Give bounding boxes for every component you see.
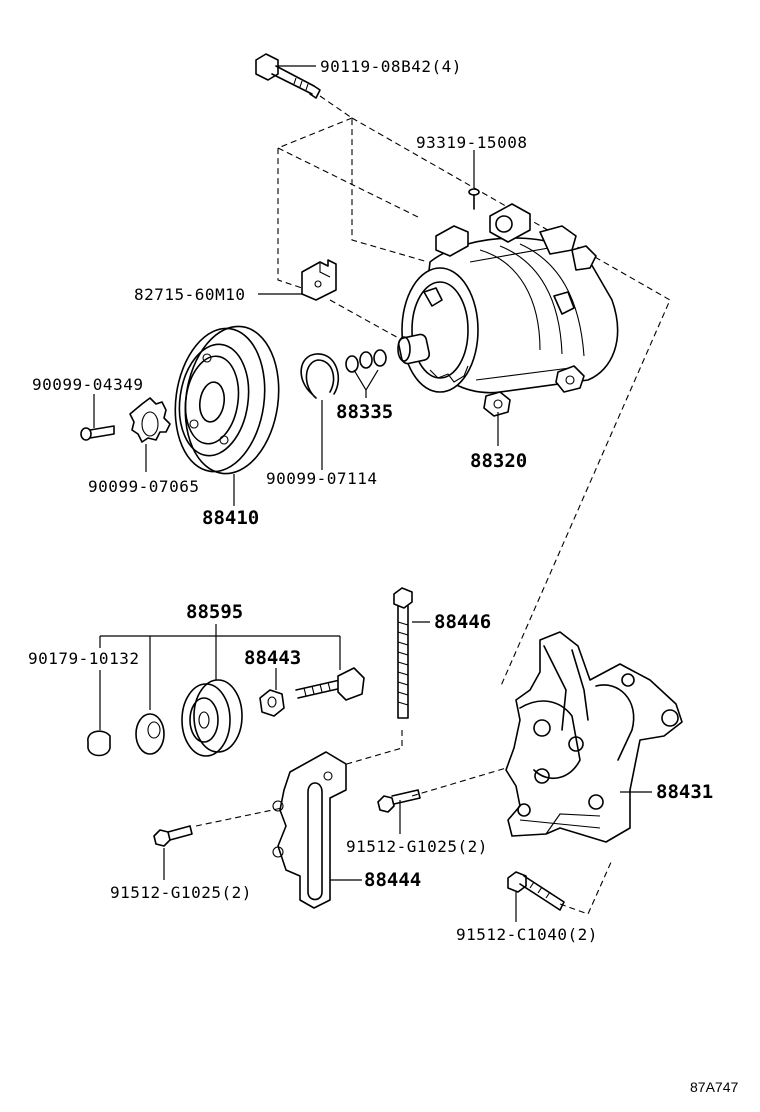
idler-pulley-part (181, 679, 243, 757)
part-number-labels: 90119-08B42(4) 93319-15008 82715-60M10 9… (28, 57, 738, 1095)
label-bracket-small: 82715-60M10 (134, 285, 245, 304)
reference-code: 87A747 (690, 1079, 738, 1095)
idler-bolt-part (295, 667, 365, 701)
cap-nut-part (87, 730, 111, 757)
label-cap-nut: 90179-10132 (28, 649, 139, 668)
left-bolt-part (80, 425, 115, 441)
label-screw-top: 93319-15008 (416, 133, 527, 152)
label-idler-assy: 88595 (186, 601, 243, 623)
label-adjust-bar: 88444 (364, 869, 421, 891)
washers-part (345, 349, 387, 373)
clip-part (129, 397, 171, 443)
lower-left-bolt-part (153, 825, 193, 847)
screw-part (468, 188, 480, 210)
label-idler-parts: 88443 (244, 647, 301, 669)
label-long-bolt: 88446 (434, 611, 491, 633)
long-bolt-part (393, 587, 413, 719)
label-compressor: 88320 (470, 450, 527, 472)
pulley-clutch-part (174, 325, 280, 475)
bottom-bolt-part (507, 871, 565, 911)
compressor-part (397, 203, 619, 417)
label-bolt-top: 90119-08B42(4) (320, 57, 462, 76)
small-bracket-part (301, 259, 337, 301)
nut-part (259, 689, 285, 717)
label-washers: 88335 (336, 401, 393, 423)
big-bracket-part (505, 631, 683, 843)
spacer-part (135, 713, 165, 755)
leader-lines (93, 65, 652, 922)
label-bolt-mid: 91512-G1025(2) (346, 837, 488, 856)
snap-ring-part (300, 353, 340, 399)
adjust-bar-part (272, 751, 347, 909)
mid-bolt-part (377, 789, 421, 813)
label-bracket-big: 88431 (656, 781, 713, 803)
label-bolt-left: 90099-04349 (32, 375, 143, 394)
label-snap-ring: 90099-07114 (266, 469, 377, 488)
top-bolt-part (255, 53, 321, 99)
label-pulley-clutch: 88410 (202, 507, 259, 529)
label-clip: 90099-07065 (88, 477, 199, 496)
label-bolt-lower-left: 91512-G1025(2) (110, 883, 252, 902)
label-bolt-bottom: 91512-C1040(2) (456, 925, 598, 944)
